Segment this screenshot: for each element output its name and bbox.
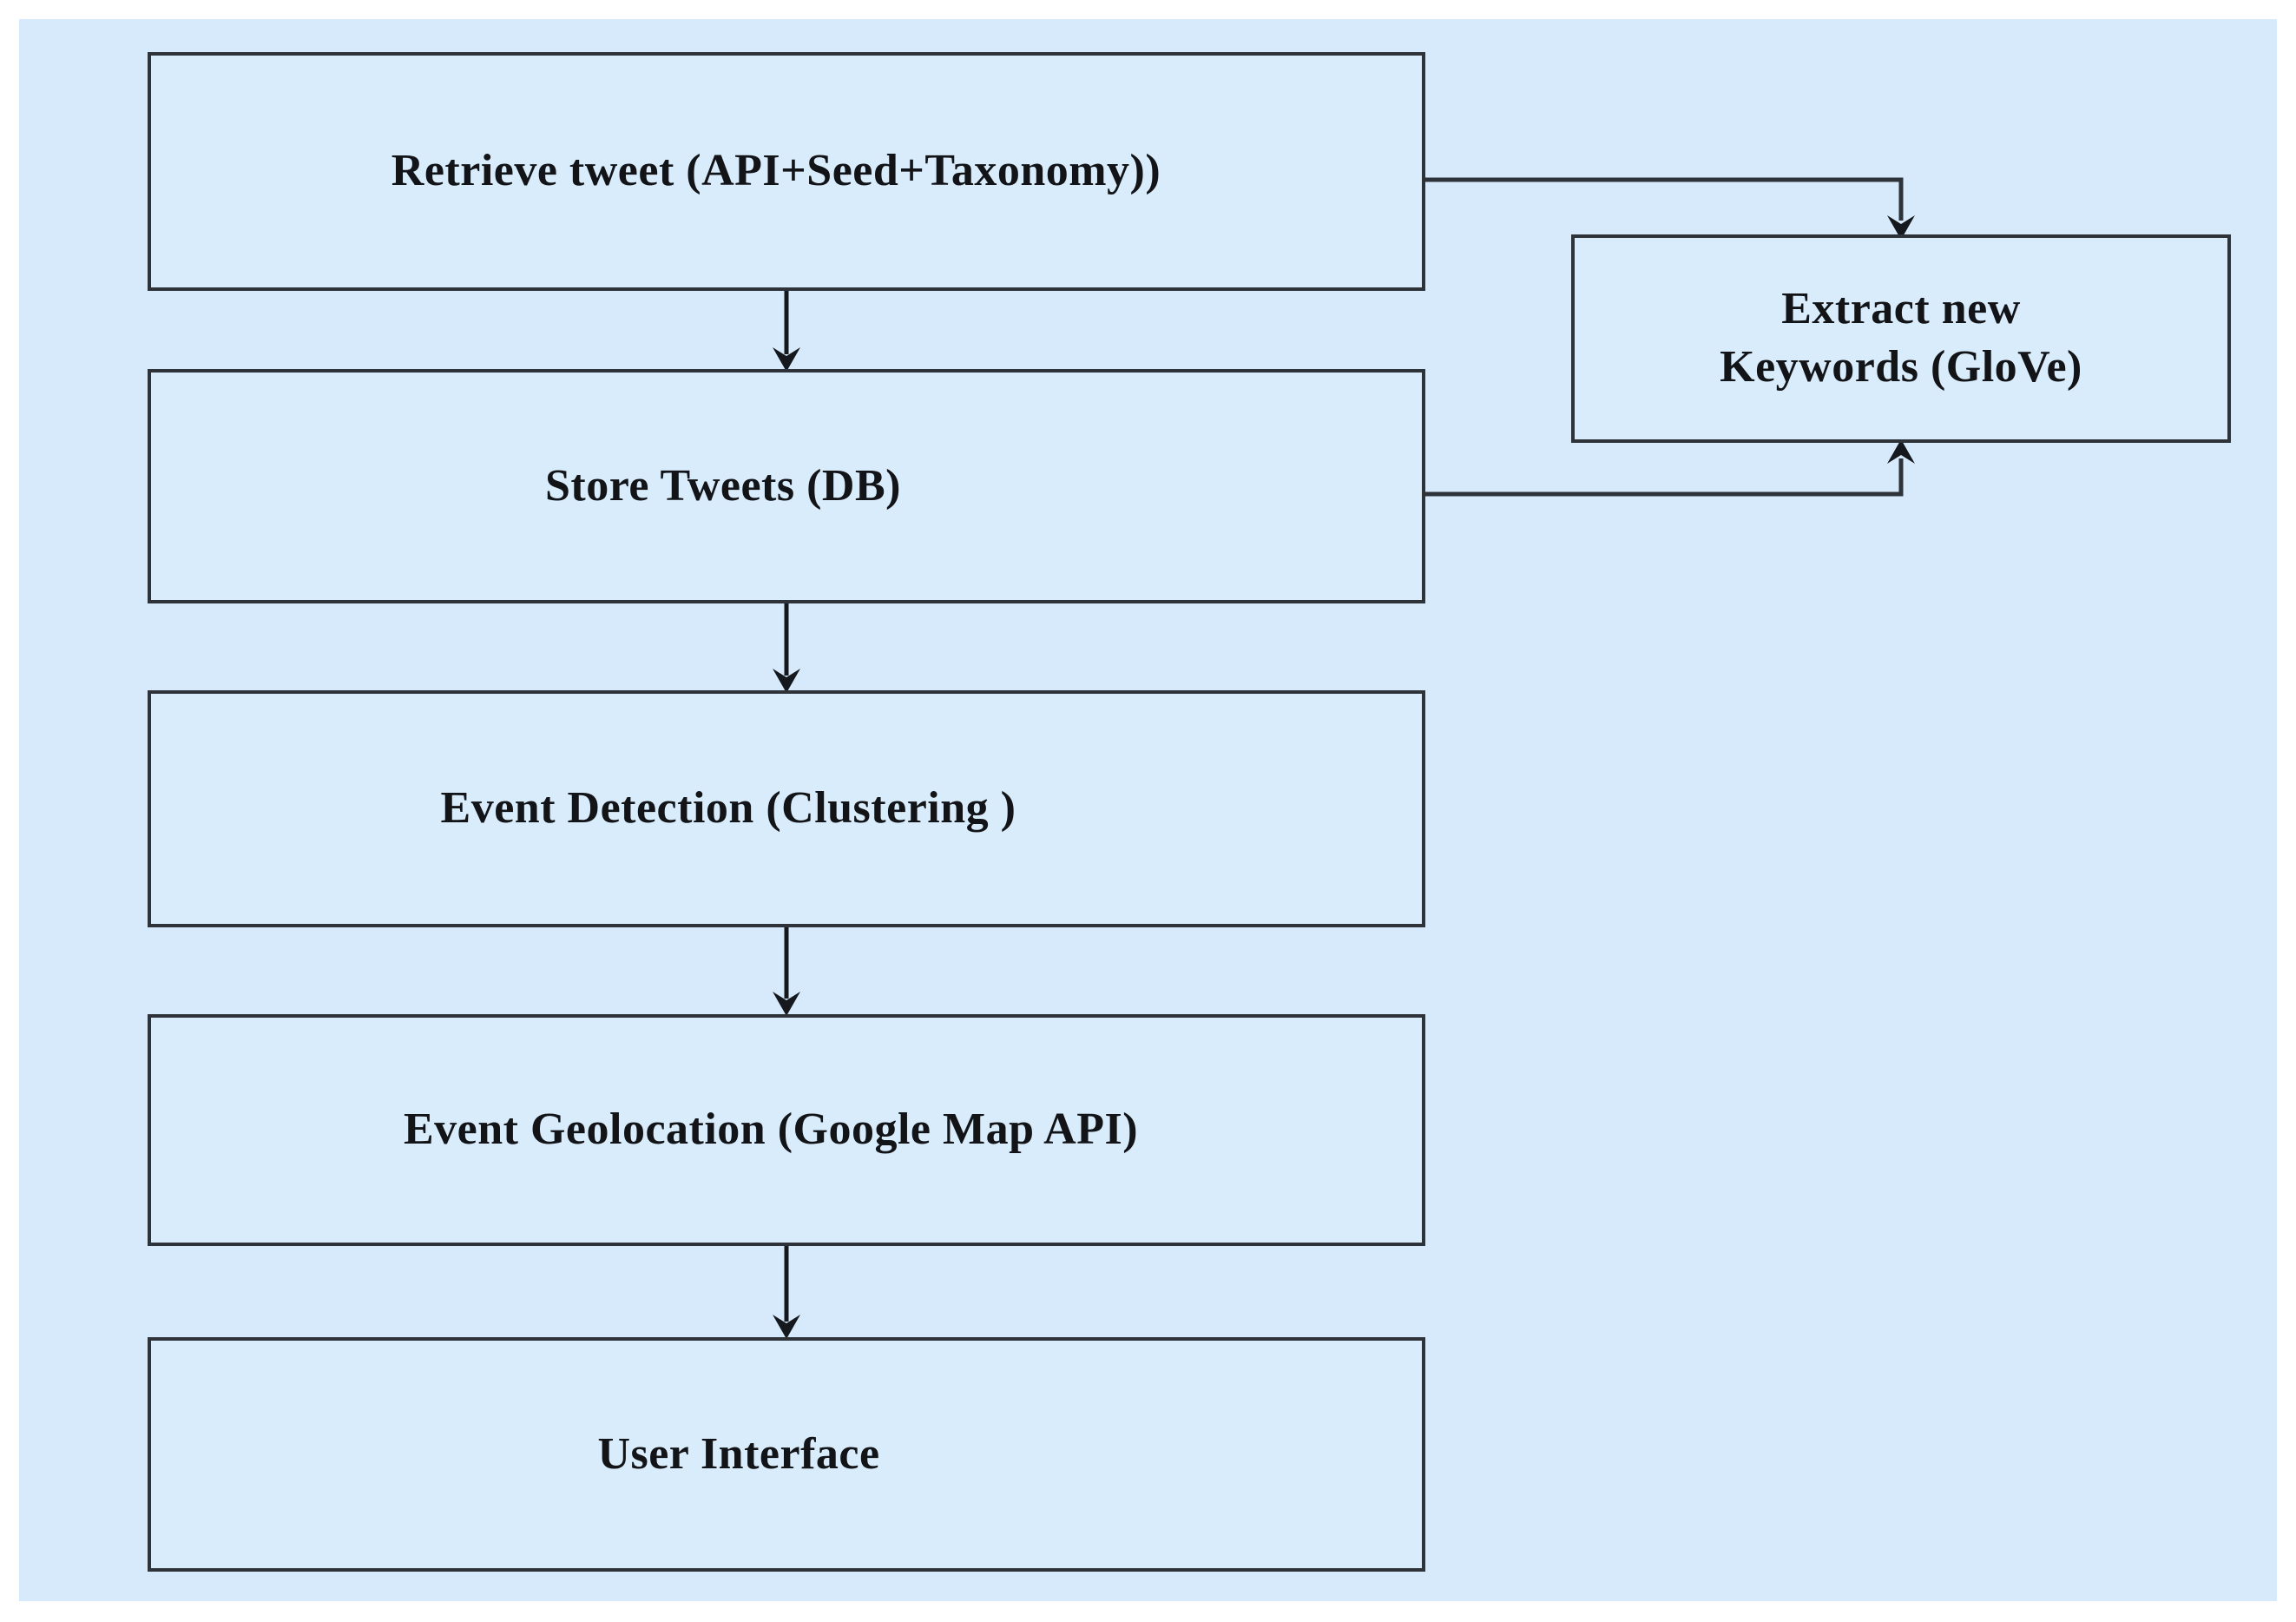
node-user-interface[interactable]: User Interface (148, 1337, 1425, 1572)
node-extract-new-keywords-label: Extract new Keywords (GloVe) (1720, 284, 2082, 392)
node-event-detection[interactable]: Event Detection (Clustering ) (148, 690, 1425, 927)
edge-retrieve-to-extract (1425, 177, 1915, 240)
edge-geoloc-to-ui (773, 1246, 800, 1339)
node-event-geolocation[interactable]: Event Geolocation (Google Map API) (148, 1014, 1425, 1246)
node-retrieve-tweet-label: Retrieve tweet (API+Seed+Taxonomy)) (391, 146, 1161, 196)
node-store-tweets[interactable]: Store Tweets (DB) (148, 369, 1425, 603)
edge-retrieve-to-store (773, 291, 800, 372)
node-store-tweets-label: Store Tweets (DB) (545, 460, 901, 511)
flowchart: Retrieve tweet (API+Seed+Taxonomy)) Stor… (19, 19, 2277, 1601)
node-event-geolocation-label: Event Geolocation (Google Map API) (403, 1104, 1139, 1155)
edge-detect-to-geoloc (773, 927, 800, 1016)
diagram-canvas: Retrieve tweet (API+Seed+Taxonomy)) Stor… (19, 19, 2277, 1601)
node-event-detection-label: Event Detection (Clustering ) (440, 783, 1016, 834)
edge-store-to-detect (773, 603, 800, 693)
node-user-interface-label: User Interface (597, 1428, 880, 1479)
node-retrieve-tweet[interactable]: Retrieve tweet (API+Seed+Taxonomy)) (148, 52, 1425, 291)
edge-store-to-extract (1425, 439, 1915, 497)
node-extract-new-keywords[interactable]: Extract new Keywords (GloVe) (1571, 234, 2231, 443)
